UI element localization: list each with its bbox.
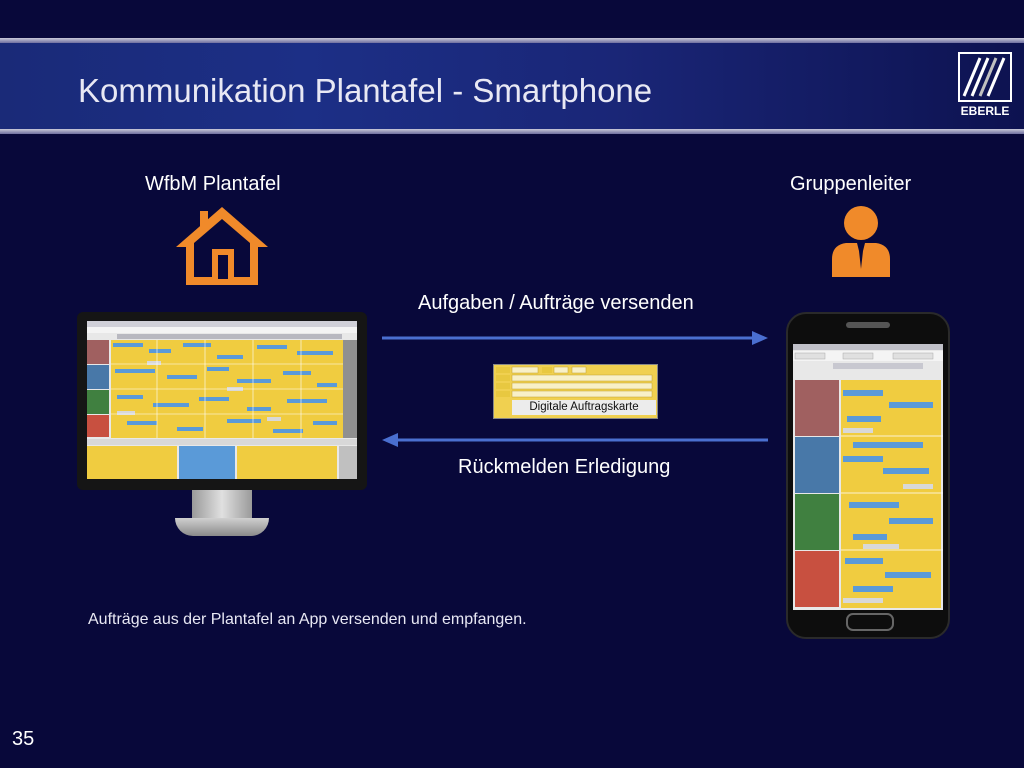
- label-plantafel: WfbM Plantafel: [145, 173, 281, 195]
- phone-speaker: [846, 322, 890, 328]
- arrow-right-icon: [382, 331, 768, 345]
- header-line-bottom: [0, 129, 1024, 134]
- job-card-fields: [496, 366, 653, 398]
- slide-caption: Aufträge aus der Plantafel an App versen…: [88, 611, 527, 628]
- return-label: Rückmelden Erledigung: [458, 456, 671, 478]
- monitor-frame: [77, 312, 367, 490]
- monitor-stand-base: [175, 518, 269, 536]
- app-screen: [793, 344, 943, 610]
- logo-text: EBERLE: [960, 104, 1010, 118]
- send-label: Aufgaben / Aufträge versenden: [418, 292, 694, 314]
- phone-home-button: [846, 613, 894, 631]
- app-screenshot: [793, 344, 943, 608]
- digital-job-card: Digitale Auftragskarte: [493, 364, 658, 419]
- eberle-logo-icon: [958, 52, 1012, 102]
- job-card-label: Digitale Auftragskarte: [512, 400, 656, 415]
- smartphone: [786, 312, 950, 639]
- desktop-monitor: [77, 312, 367, 538]
- plantafel-screen: [87, 321, 357, 479]
- page-number: 35: [12, 728, 35, 750]
- person-icon: [832, 206, 890, 277]
- header-band: [0, 38, 1024, 134]
- eberle-logo: EBERLE: [958, 52, 1012, 118]
- monitor-stand-neck: [192, 490, 252, 520]
- header-line-top: [0, 38, 1024, 43]
- arrow-left-icon: [382, 433, 768, 447]
- house-icon: [176, 207, 268, 285]
- label-gruppenleiter: Gruppenleiter: [790, 173, 912, 195]
- slide-title: Kommunikation Plantafel - Smartphone: [78, 72, 653, 109]
- plantafel-screenshot: [87, 321, 357, 479]
